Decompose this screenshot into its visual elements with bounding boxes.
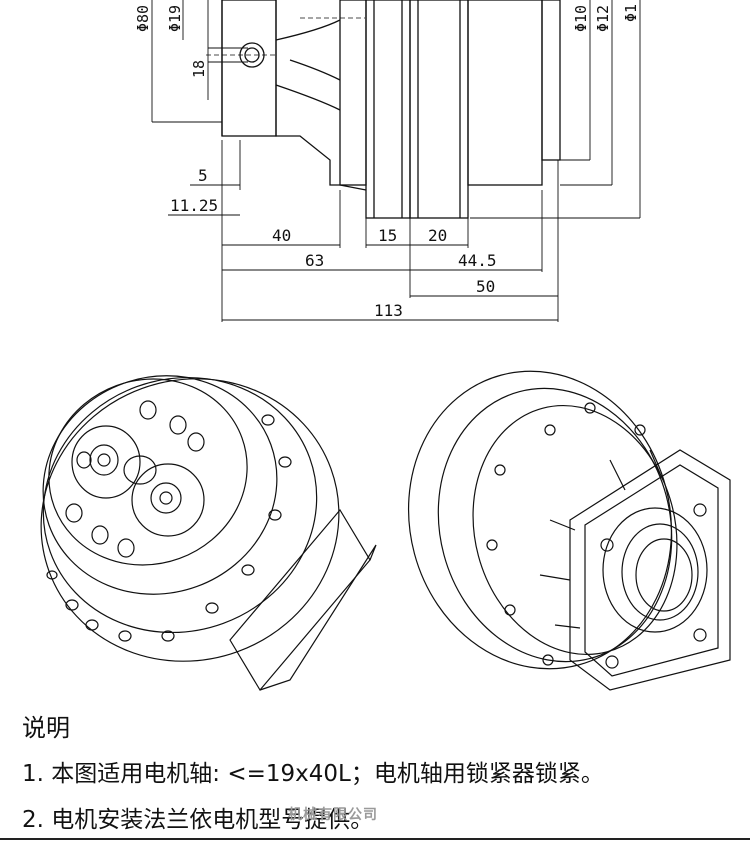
dim-63-label: 63: [305, 251, 324, 270]
bottom-rule: [0, 838, 750, 840]
planet-gear-1: [71, 425, 141, 499]
rear-bolt-holes: [486, 402, 646, 666]
isometric-input-view: [407, 370, 731, 691]
section-view: [206, 0, 561, 219]
dim-5-label: 5: [198, 166, 208, 185]
technical-drawing: Φ80 Φ19 Φ10 Φ12 Φ1 18 5 11.25 40 15 20 6…: [40, 0, 731, 692]
dim-15-label: 15: [378, 226, 397, 245]
dia-12-label: Φ12: [594, 5, 612, 32]
dia-1-label: Φ1: [622, 4, 640, 22]
dimension-labels: Φ80 Φ19 Φ10 Φ12 Φ1 18 5 11.25 40 15 20 6…: [134, 4, 640, 320]
square-flange: [569, 449, 731, 691]
notes-title: 说明: [22, 714, 70, 742]
dimension-lines: [151, 0, 641, 322]
face-holes: [65, 400, 205, 558]
outer-bolt-holes: [46, 414, 292, 642]
note-line-2: 2. 电机安装法兰依电机型号提供。: [22, 807, 374, 833]
dim-18-label: 18: [190, 60, 208, 78]
watermark: 机械有限公司: [288, 807, 378, 823]
note-line-1: 1. 本图适用电机轴: <=19x40L；电机轴用锁紧器锁紧。: [22, 761, 604, 787]
dim-113-label: 113: [374, 301, 403, 320]
dia-19-label: Φ19: [166, 5, 184, 32]
isometric-output-view: [40, 375, 377, 692]
dim-20-label: 20: [428, 226, 447, 245]
dia-10-label: Φ10: [572, 5, 590, 32]
dim-40-label: 40: [272, 226, 291, 245]
dia-80-label: Φ80: [134, 5, 152, 32]
planet-gear-2: [131, 463, 205, 537]
sun-gear: [123, 455, 157, 485]
dim-44-5-label: 44.5: [458, 251, 497, 270]
dim-11-25-label: 11.25: [170, 196, 218, 215]
dim-50-label: 50: [476, 277, 495, 296]
